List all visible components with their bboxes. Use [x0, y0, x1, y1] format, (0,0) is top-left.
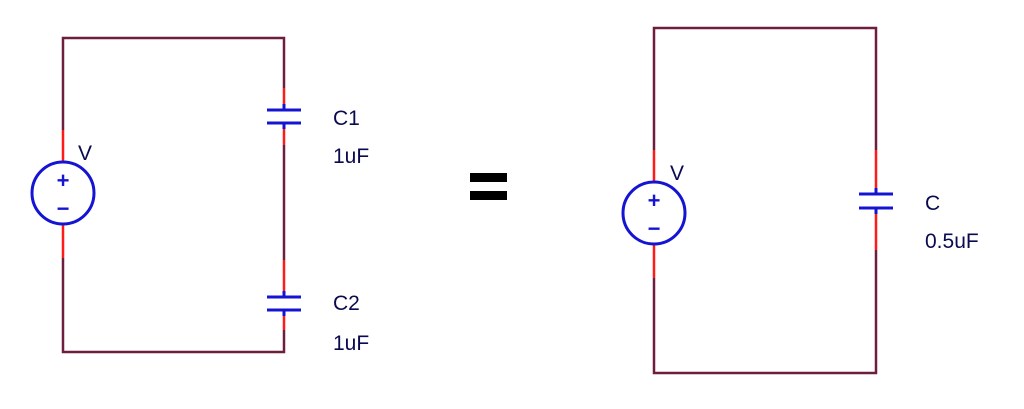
pin-leads — [61, 88, 286, 330]
left-circuit: + − V C1 1uF C2 1uF — [30, 36, 369, 355]
voltage-source-v: + − V — [30, 142, 96, 226]
equals-sign: = — [0, 0, 507, 200]
voltage-source-v: + − V — [621, 162, 687, 246]
c-name: C — [925, 192, 940, 215]
minus-sign: − — [57, 196, 70, 221]
capacitor-c2: C2 1uF — [267, 291, 369, 355]
source-label: V — [78, 142, 92, 165]
svg-text:=: = — [0, 0, 1, 1]
capacitor-c1: C1 1uF — [267, 104, 369, 168]
plus-sign: + — [648, 188, 661, 213]
minus-sign: − — [648, 216, 661, 241]
c-value: 0.5uF — [925, 230, 979, 253]
wire — [61, 36, 286, 354]
c1-value: 1uF — [333, 145, 369, 168]
source-label: V — [670, 162, 684, 185]
wire — [652, 26, 878, 375]
c2-name: C2 — [333, 292, 360, 315]
right-circuit: + − V C 0.5uF — [621, 26, 979, 375]
capacitor-c: C 0.5uF — [859, 188, 979, 253]
c2-value: 1uF — [333, 332, 369, 355]
pin-leads — [652, 150, 878, 278]
plus-sign: + — [57, 168, 70, 193]
c1-name: C1 — [333, 107, 360, 130]
